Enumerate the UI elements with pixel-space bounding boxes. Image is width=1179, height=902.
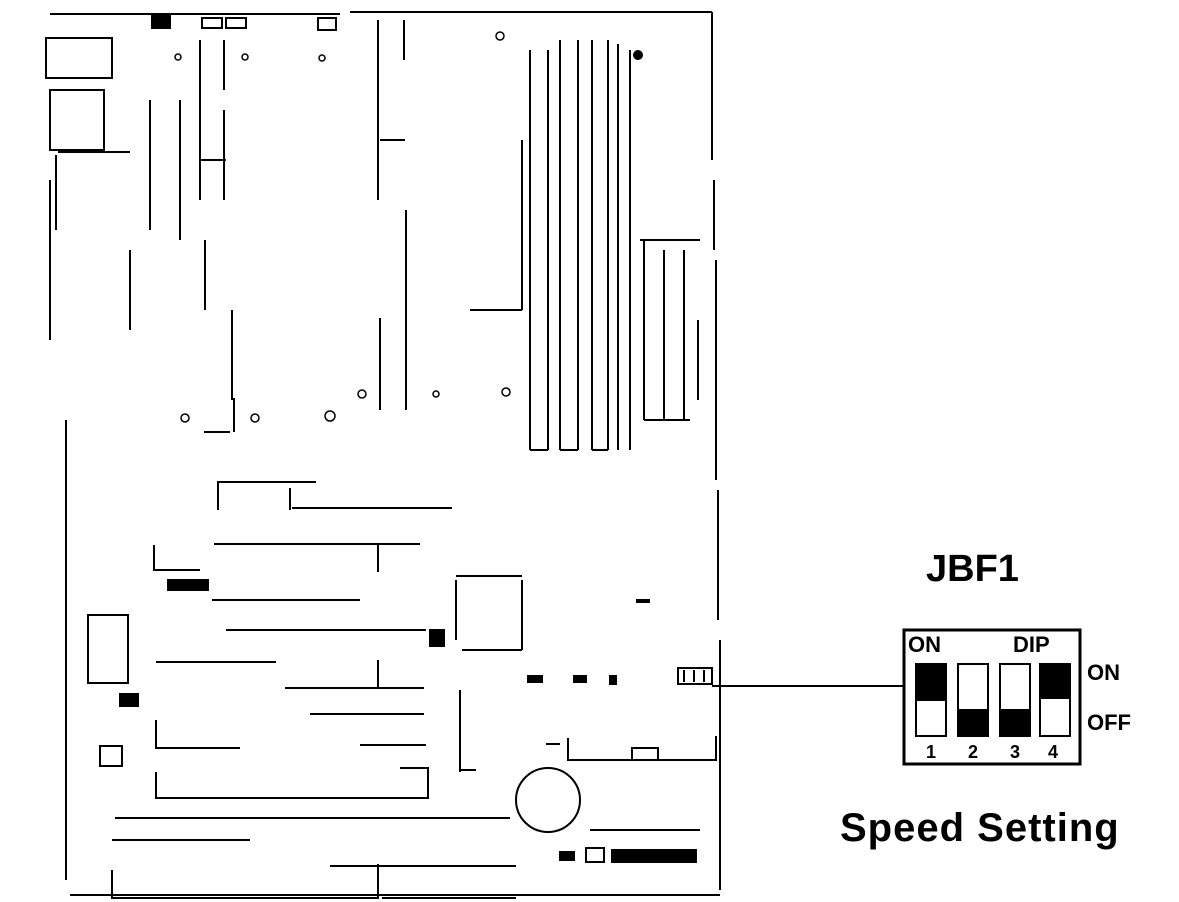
bottom-header: [559, 829, 700, 863]
pci-slots: [111, 543, 516, 899]
caption: Speed Setting: [840, 806, 1120, 850]
floppy-connector: [459, 690, 717, 772]
left-components: [129, 40, 235, 433]
memory-slots: [529, 40, 643, 451]
on-label-side: ON: [1087, 660, 1120, 685]
on-label-top: ON: [908, 632, 941, 657]
dip-label-top: DIP: [1013, 632, 1050, 657]
jbf1-header: [677, 667, 713, 685]
cpu-socket: [377, 20, 523, 410]
battery: [515, 767, 581, 833]
switch-number-2: 2: [968, 742, 979, 762]
off-label-side: OFF: [1087, 710, 1131, 735]
switch-number-3: 3: [1010, 742, 1021, 762]
mount-holes: [174, 31, 511, 423]
top-headers: [151, 15, 337, 31]
switch-number-1: 1: [926, 742, 937, 762]
agp-slot: [217, 481, 452, 510]
ide-connectors: [640, 239, 700, 421]
dip-title: JBF1: [926, 548, 1019, 590]
io-ports: [45, 37, 130, 230]
board-dots: [527, 675, 617, 685]
dip-switch: [902, 628, 1082, 766]
chipset: [429, 575, 650, 651]
bottom-left-chips: [87, 614, 139, 767]
board-outline: [49, 11, 721, 896]
switch-number-4: 4: [1048, 742, 1059, 762]
